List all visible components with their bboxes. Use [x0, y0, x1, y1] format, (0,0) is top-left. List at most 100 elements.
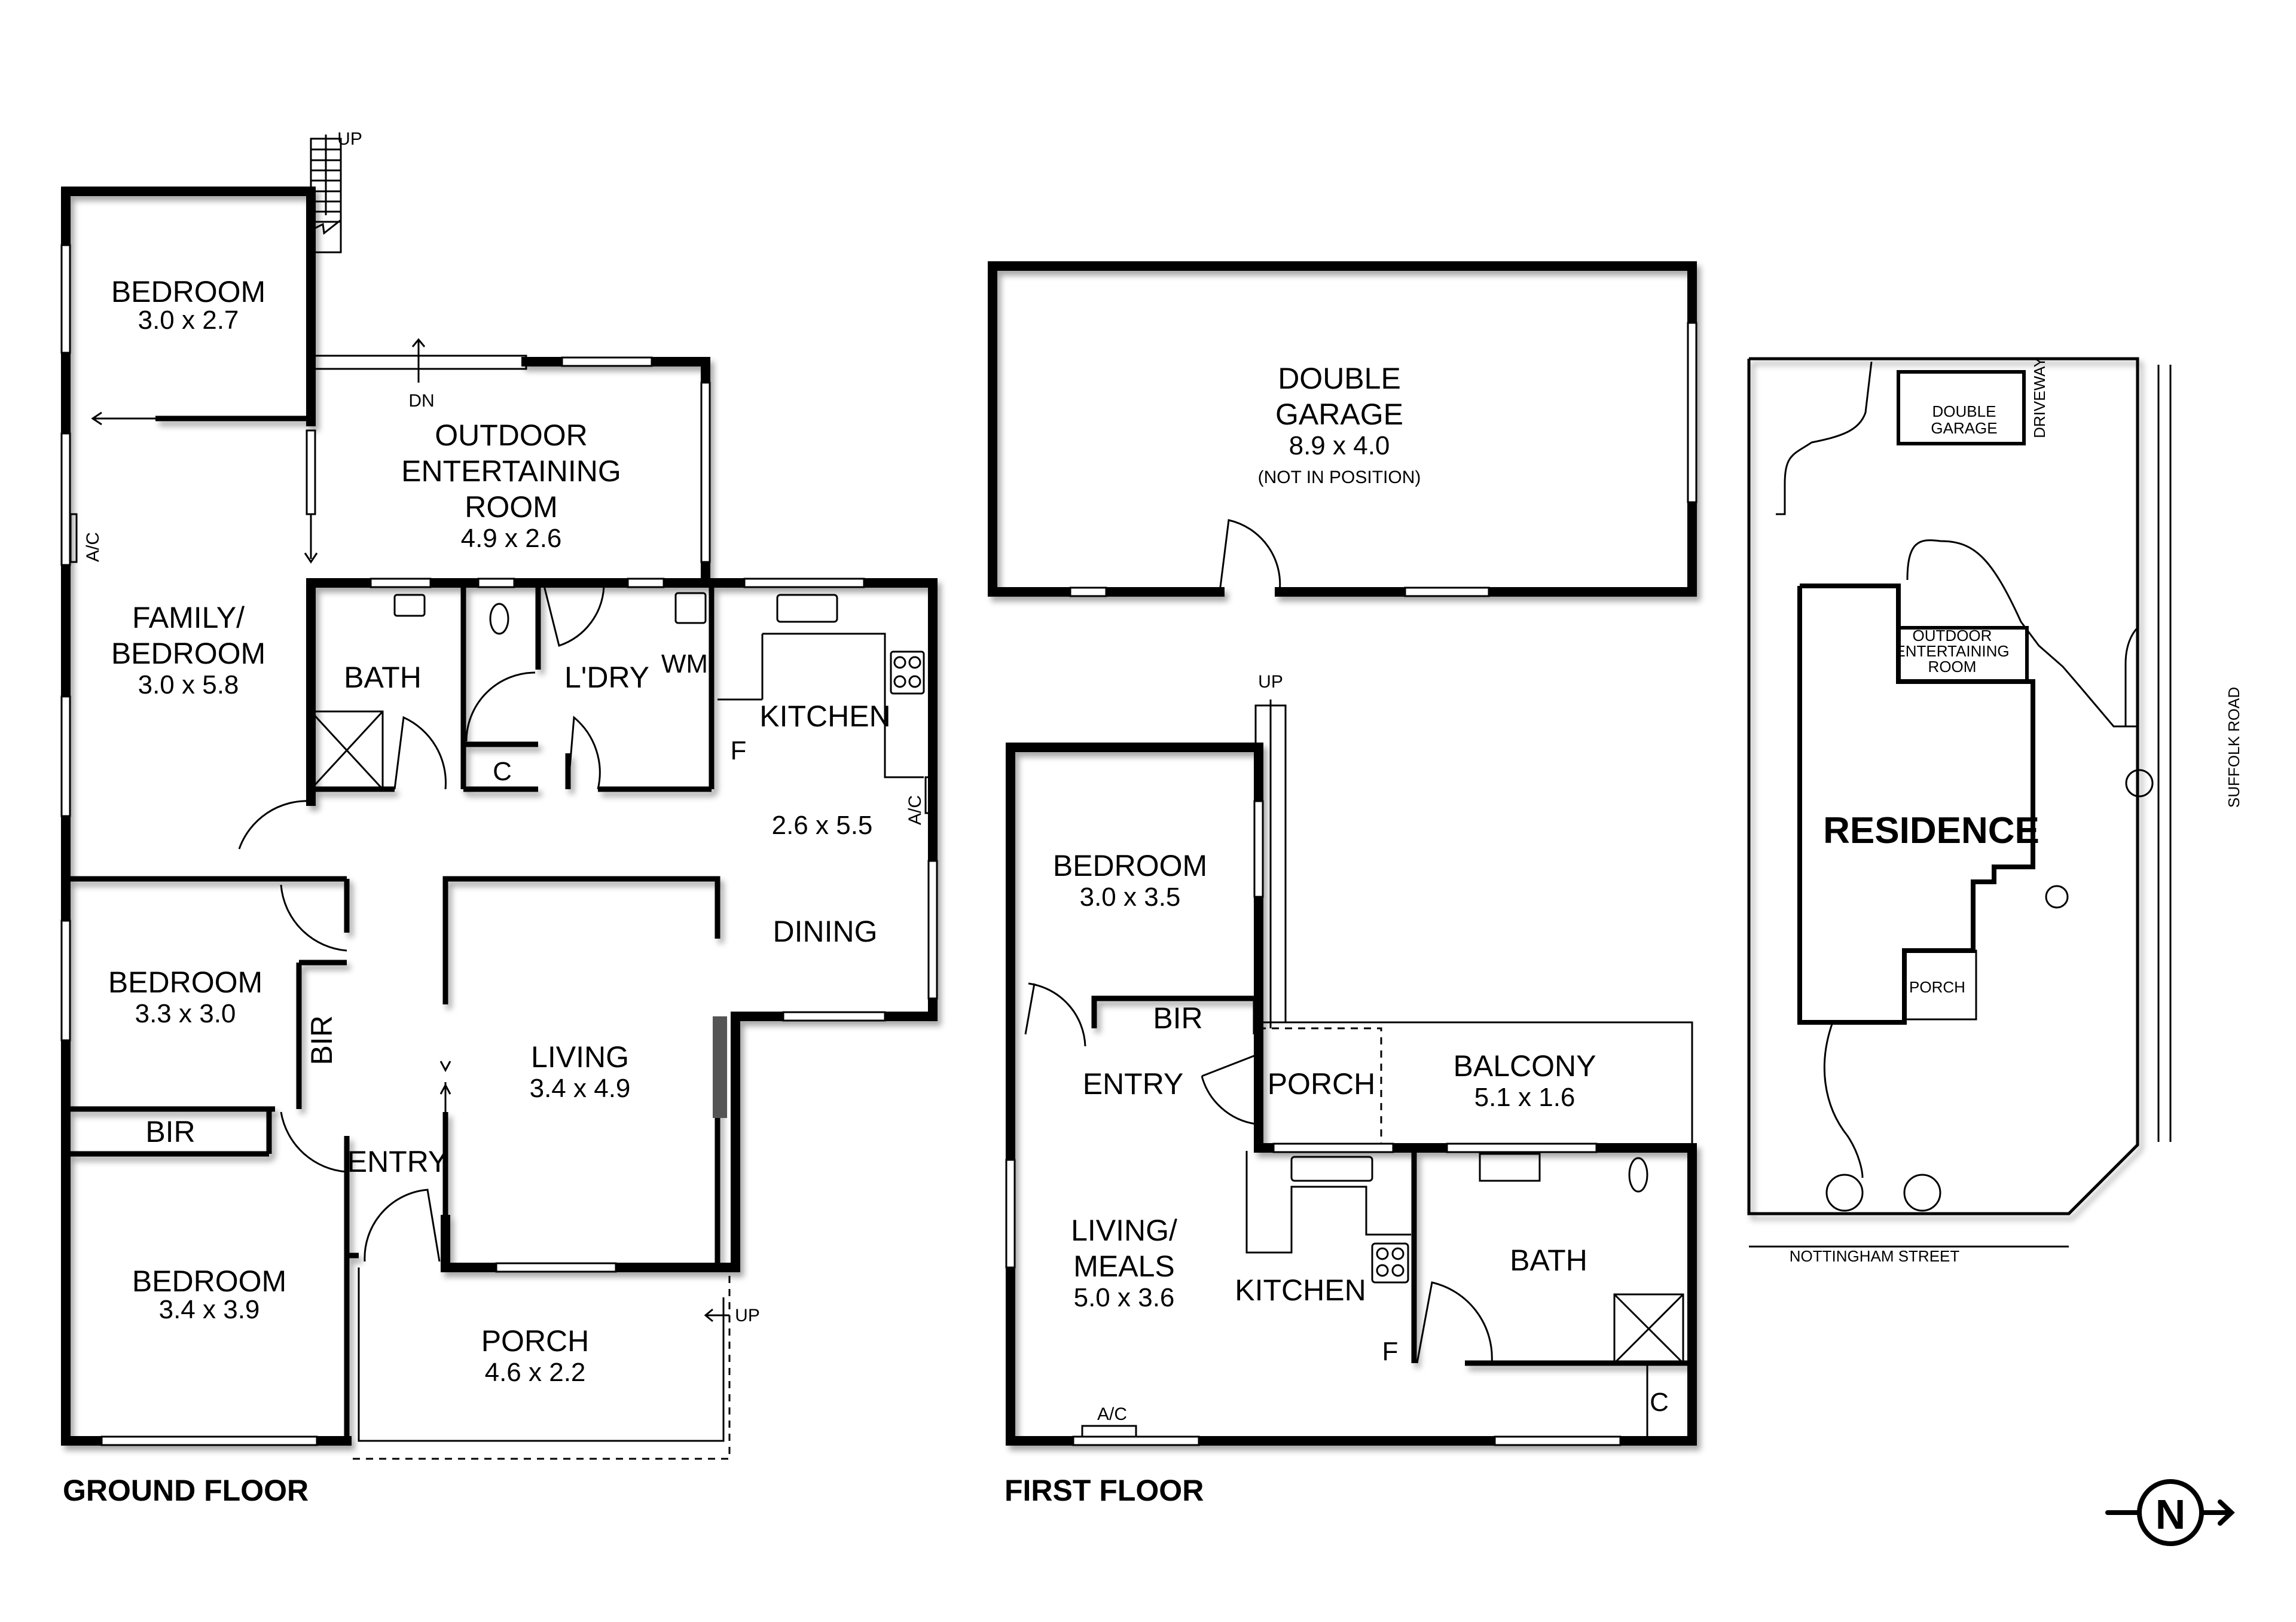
bedroom-door-2[interactable]: [280, 1111, 347, 1173]
cooktop-icon: [890, 650, 925, 695]
garage-note: (NOT IN POSITION): [1258, 468, 1421, 487]
first-bir-label: BIR: [1153, 1001, 1202, 1035]
room-entry: ENTRY: [347, 1145, 448, 1178]
bath-door[interactable]: [393, 716, 447, 790]
first-fridge-label: F: [1382, 1337, 1399, 1366]
garage-label-2: GARAGE: [1275, 398, 1403, 431]
window: [60, 695, 71, 817]
svg-text:3.3 x 3.0: 3.3 x 3.0: [135, 999, 236, 1028]
driveway-label: DRIVEWAY: [2031, 357, 2048, 438]
window: [1069, 587, 1107, 597]
first-stairs-up-label: UP: [1258, 672, 1283, 692]
first-ac-label: A/C: [1097, 1404, 1127, 1424]
fireplace-icon: [713, 1016, 727, 1118]
front-door[interactable]: [364, 1189, 441, 1262]
suffolk-road-label: SUFFOLK ROAD: [2225, 687, 2243, 808]
window: [1494, 1435, 1622, 1446]
room-living: LIVING 3.4 x 4.9: [530, 1040, 631, 1103]
room-bedroom-2: BEDROOM 3.3 x 3.0: [108, 966, 262, 1028]
svg-text:4.9 x 2.6: 4.9 x 2.6: [461, 524, 562, 553]
window: [782, 1011, 886, 1022]
first-cupboard-label: C: [1650, 1388, 1669, 1417]
room-outdoor-entertaining: OUTDOOR ENTERTAINING ROOM 4.9 x 2.6: [401, 419, 621, 553]
double-garage-plan: DOUBLE GARAGE 8.9 x 4.0 (NOT IN POSITION…: [988, 261, 1697, 597]
shower-icon: [310, 710, 384, 790]
wc-door[interactable]: [465, 671, 536, 742]
first-porch-label: PORCH: [1268, 1067, 1376, 1101]
room-balcony: BALCONY 5.1 x 1.6: [1454, 1049, 1596, 1112]
garage-door[interactable]: [1219, 519, 1281, 592]
room-bedroom-first: BEDROOM 3.0 x 3.5: [1053, 849, 1207, 912]
window: [495, 1262, 617, 1273]
svg-text:4.6 x 2.2: 4.6 x 2.2: [485, 1358, 586, 1387]
garage-dims: 8.9 x 4.0: [1289, 431, 1390, 460]
shower-icon: [1613, 1293, 1684, 1364]
window: [1005, 1159, 1016, 1269]
svg-text:2.6 x 5.5: 2.6 x 5.5: [772, 811, 873, 840]
window: [1687, 322, 1697, 503]
room-bedroom-3: BEDROOM 3.4 x 3.9: [132, 1264, 286, 1324]
room-family-bedroom: FAMILY/ BEDROOM 3.0 x 5.8: [111, 601, 265, 699]
svg-text:BEDROOM: BEDROOM: [111, 275, 265, 308]
svg-text:ENTERTAINING: ENTERTAINING: [401, 454, 621, 488]
kitchen-sink-icon: [776, 594, 838, 623]
toilet-icon: [1628, 1157, 1648, 1193]
room-bath: BATH: [344, 661, 422, 694]
svg-text:BEDROOM: BEDROOM: [108, 966, 262, 999]
bath-basin-icon: [1479, 1153, 1541, 1182]
window: [1072, 1435, 1200, 1446]
svg-text:PORCH: PORCH: [481, 1324, 590, 1358]
cooktop-icon: [1371, 1242, 1409, 1284]
window: [60, 920, 71, 1041]
bir-label-2: BIR: [145, 1115, 195, 1148]
window: [627, 578, 665, 588]
bedroom-door[interactable]: [280, 884, 347, 952]
svg-text:3.4 x 3.9: 3.4 x 3.9: [159, 1295, 260, 1324]
family-door[interactable]: [238, 800, 312, 850]
bath-basin-icon: [393, 594, 426, 617]
window: [477, 578, 515, 588]
svg-text:3.0 x 3.5: 3.0 x 3.5: [1080, 882, 1181, 912]
dn-label: DN: [408, 391, 434, 411]
ground-stairs: [310, 135, 342, 253]
site-outdoor-label-1: OUTDOOR: [1913, 627, 1992, 644]
first-entry-label: ENTRY: [1083, 1067, 1184, 1101]
first-floor-plan: UP: [1004, 672, 1697, 1507]
porch-door[interactable]: [1201, 1054, 1256, 1125]
window: [306, 429, 316, 515]
svg-text:FAMILY/: FAMILY/: [132, 601, 245, 634]
site-porch-label: PORCH: [1909, 978, 1965, 996]
svg-text:KITCHEN: KITCHEN: [759, 699, 890, 733]
bedroom-door[interactable]: [1024, 982, 1086, 1047]
site-outdoor-label-3: ROOM: [1928, 658, 1977, 676]
site-outdoor-label-2: ENTERTAINING: [1895, 642, 2009, 660]
site-plan: DOUBLE GARAGE DRIVEWAY OUTDOOR ENTERTAIN…: [1747, 357, 2243, 1265]
svg-text:MEALS: MEALS: [1073, 1250, 1175, 1283]
laundry-door[interactable]: [567, 716, 601, 790]
room-kitchen: KITCHEN 2.6 x 5.5: [759, 699, 890, 840]
garage-label-1: DOUBLE: [1278, 362, 1401, 395]
ground-floor-title: GROUND FLOOR: [63, 1474, 309, 1507]
first-kitchen-label: KITCHEN: [1235, 1273, 1366, 1307]
svg-text:3.0 x 5.8: 3.0 x 5.8: [138, 670, 239, 699]
site-garage-label-1: DOUBLE: [1932, 402, 1996, 420]
bath-door[interactable]: [1416, 1281, 1493, 1364]
nottingham-street-label: NOTTINGHAM STREET: [1790, 1247, 1960, 1265]
svg-text:LIVING/: LIVING/: [1071, 1214, 1177, 1247]
stairs-up-label: UP: [337, 129, 362, 149]
kitchen-sink-icon: [1290, 1156, 1373, 1182]
fridge-label: F: [731, 736, 747, 765]
svg-text:ROOM: ROOM: [465, 490, 558, 524]
first-floor-title: FIRST FLOOR: [1004, 1474, 1204, 1507]
ac-unit: [69, 513, 78, 563]
window: [700, 381, 711, 563]
window: [1272, 1143, 1394, 1153]
svg-text:OUTDOOR: OUTDOOR: [435, 419, 588, 452]
room-living-meals: LIVING/ MEALS 5.0 x 3.6: [1071, 1214, 1177, 1312]
window: [927, 860, 938, 1000]
window: [60, 244, 71, 354]
svg-text:5.1 x 1.6: 5.1 x 1.6: [1474, 1083, 1576, 1112]
room-dining: DINING: [773, 915, 878, 948]
laundry-door-2[interactable]: [543, 585, 605, 647]
